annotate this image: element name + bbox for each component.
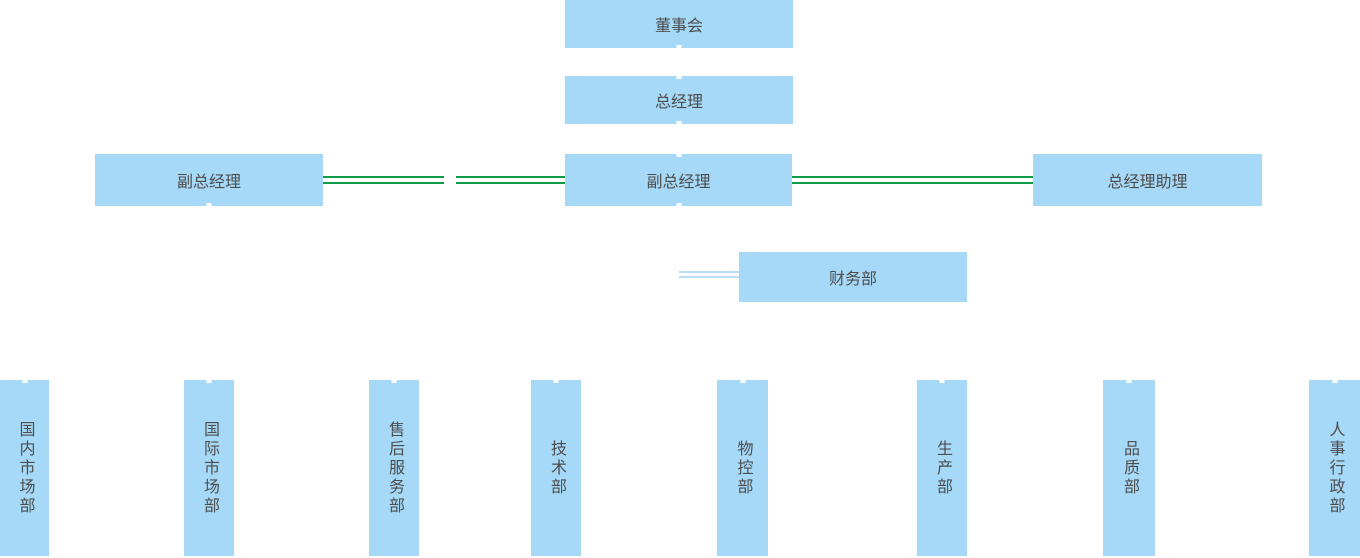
dept-label: 国内市场部 (16, 420, 34, 516)
dept-label: 品质部 (1121, 439, 1138, 497)
node-finance: 财务部 (739, 252, 967, 302)
connector-notch (676, 45, 682, 48)
node-general-manager-label: 总经理 (654, 94, 703, 111)
connector-notch (1332, 380, 1337, 383)
connector-notch (676, 203, 681, 206)
connector-notch (1126, 380, 1132, 383)
dept-label: 售后服务部 (386, 420, 403, 516)
node-board: 董事会 (565, 0, 793, 48)
node-dept-domestic-market: 国内市场部 (0, 380, 49, 556)
node-dept-material-control: 物控部 (717, 380, 768, 556)
node-dept-international-market: 国际市场部 (184, 380, 234, 556)
node-deputy-gm-left-label: 副总经理 (176, 174, 241, 191)
node-deputy-gm-center-label: 副总经理 (646, 174, 711, 191)
node-dept-technical: 技术部 (531, 380, 581, 556)
dept-label: 技术部 (548, 439, 565, 497)
connector-notch (676, 121, 682, 124)
dept-label: 生产部 (934, 439, 951, 497)
connector-green-left-segment-b (456, 176, 565, 184)
connector-notch (206, 380, 212, 383)
connector-blue-finance (679, 271, 739, 278)
node-general-manager: 总经理 (565, 76, 793, 124)
connector-green-left-segment-a (323, 176, 444, 184)
node-board-label: 董事会 (654, 18, 703, 35)
connector-notch (206, 203, 212, 206)
connector-notch (676, 76, 682, 79)
node-gm-assistant: 总经理助理 (1033, 154, 1262, 206)
node-deputy-gm-left: 副总经理 (95, 154, 323, 206)
dept-label: 人事行政部 (1326, 420, 1344, 516)
node-finance-label: 财务部 (828, 271, 877, 288)
connector-notch (22, 380, 27, 383)
connector-notch (939, 380, 945, 383)
connector-notch (391, 380, 397, 383)
dept-label: 物控部 (734, 439, 752, 497)
connector-notch (553, 380, 559, 383)
connector-green-right (792, 176, 1033, 184)
node-gm-assistant-label: 总经理助理 (1107, 174, 1188, 191)
dept-label: 国际市场部 (201, 420, 218, 516)
node-dept-hr-admin: 人事行政部 (1309, 380, 1360, 556)
node-dept-production: 生产部 (917, 380, 967, 556)
node-dept-quality: 品质部 (1103, 380, 1155, 556)
connector-notch (740, 380, 745, 383)
node-dept-after-sales-service: 售后服务部 (369, 380, 419, 556)
node-deputy-gm-center: 副总经理 (565, 154, 792, 206)
connector-notch (676, 154, 681, 157)
